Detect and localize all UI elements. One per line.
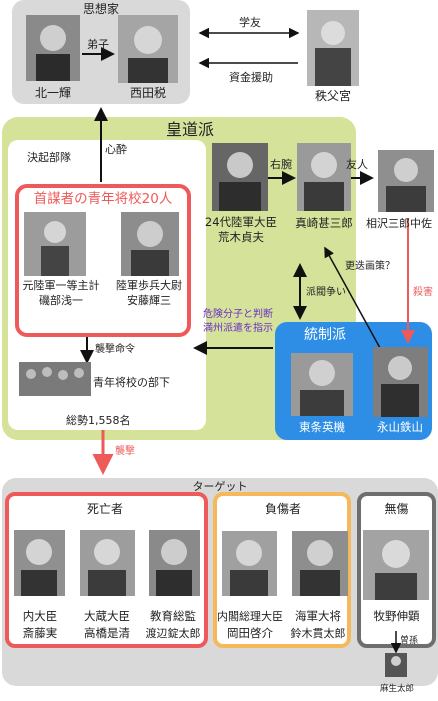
dead-p3-name: 渡辺錠太郎 — [145, 627, 201, 640]
masaki-name: 真崎甚三郎 — [295, 216, 353, 230]
portraits — [14, 10, 434, 677]
nagata-name: 永山鉄山 — [377, 420, 423, 434]
dead-p1-title: 内大臣 — [22, 609, 58, 623]
dead-p2-title: 大蔵大臣 — [84, 609, 130, 623]
uwan-label: 右腕 — [270, 158, 292, 171]
ando-title: 陸軍歩兵大尉 — [116, 279, 182, 292]
chichibu-name: 秩父宮 — [314, 89, 351, 103]
gakuyu-label: 学友 — [239, 16, 261, 29]
target-title: ターゲット — [192, 480, 248, 493]
unharmed-p1-name: 牧野伸顕 — [373, 609, 420, 623]
shugeki-label: 襲撃 — [115, 446, 135, 457]
kekki-butai-label: 決起部隊 — [27, 151, 71, 164]
shinsui-label: 心酔 — [105, 143, 127, 156]
aizawa-name: 相沢三郎中佐 — [366, 217, 432, 230]
injured-p2-title: 海軍大将 — [295, 609, 341, 623]
shisoka-title: 思想家 — [82, 2, 119, 16]
yujin-label: 友人 — [346, 158, 368, 171]
deshi-label: 弟子 — [87, 38, 109, 51]
injured-p2-name: 鈴木貫太郎 — [290, 627, 346, 640]
araki-name: 荒木貞夫 — [218, 230, 264, 244]
araki-title: 24代陸軍大臣 — [204, 215, 278, 229]
tojo-name: 東条英機 — [299, 420, 345, 434]
kita-name: 北一輝 — [34, 86, 71, 100]
satsugai-label: 殺害 — [413, 287, 433, 298]
dead-p1-name: 斎藤実 — [22, 626, 58, 640]
isobe-name: 磯部浅一 — [39, 294, 83, 307]
buka-label: 青年将校の部下 — [93, 376, 170, 389]
sousei-label: 総勢1,558名 — [66, 414, 131, 427]
injured-p1-name: 岡田啓介 — [227, 626, 273, 640]
dead-title: 死亡者 — [86, 502, 123, 516]
dead-p3-title: 教育総監 — [150, 609, 196, 623]
shikin-label: 資金援助 — [229, 71, 273, 84]
shugeki-meirei-label: 襲撃命令 — [95, 344, 135, 355]
kiken-label-1: 危険分子と判断 — [203, 309, 273, 320]
sonmago-label: 曽孫 — [400, 636, 419, 646]
kiken-label-2: 満州派遣を指示 — [203, 323, 273, 334]
injured-title: 負傷者 — [264, 502, 301, 516]
nishida-name: 西田税 — [129, 86, 166, 100]
ringleaders-title: 首謀者の青年将校20人 — [33, 191, 173, 207]
aso-name: 麻生太郎 — [379, 684, 414, 694]
habatsu-label: 派閥争い — [306, 287, 346, 298]
isobe-title: 元陸軍一等主計 — [22, 279, 100, 292]
ando-name: 安藤輝三 — [127, 294, 171, 307]
kodoha-title: 皇道派 — [165, 120, 214, 139]
unharmed-title: 無傷 — [384, 502, 409, 516]
kosaku-arrow — [324, 246, 381, 349]
toseiha-title: 統制派 — [304, 327, 346, 343]
kosaku-label: 更迭画策？ — [345, 261, 395, 272]
dead-p2-name: 高橋是清 — [84, 626, 130, 640]
injured-p1-title: 内閣総理大臣 — [217, 610, 283, 623]
